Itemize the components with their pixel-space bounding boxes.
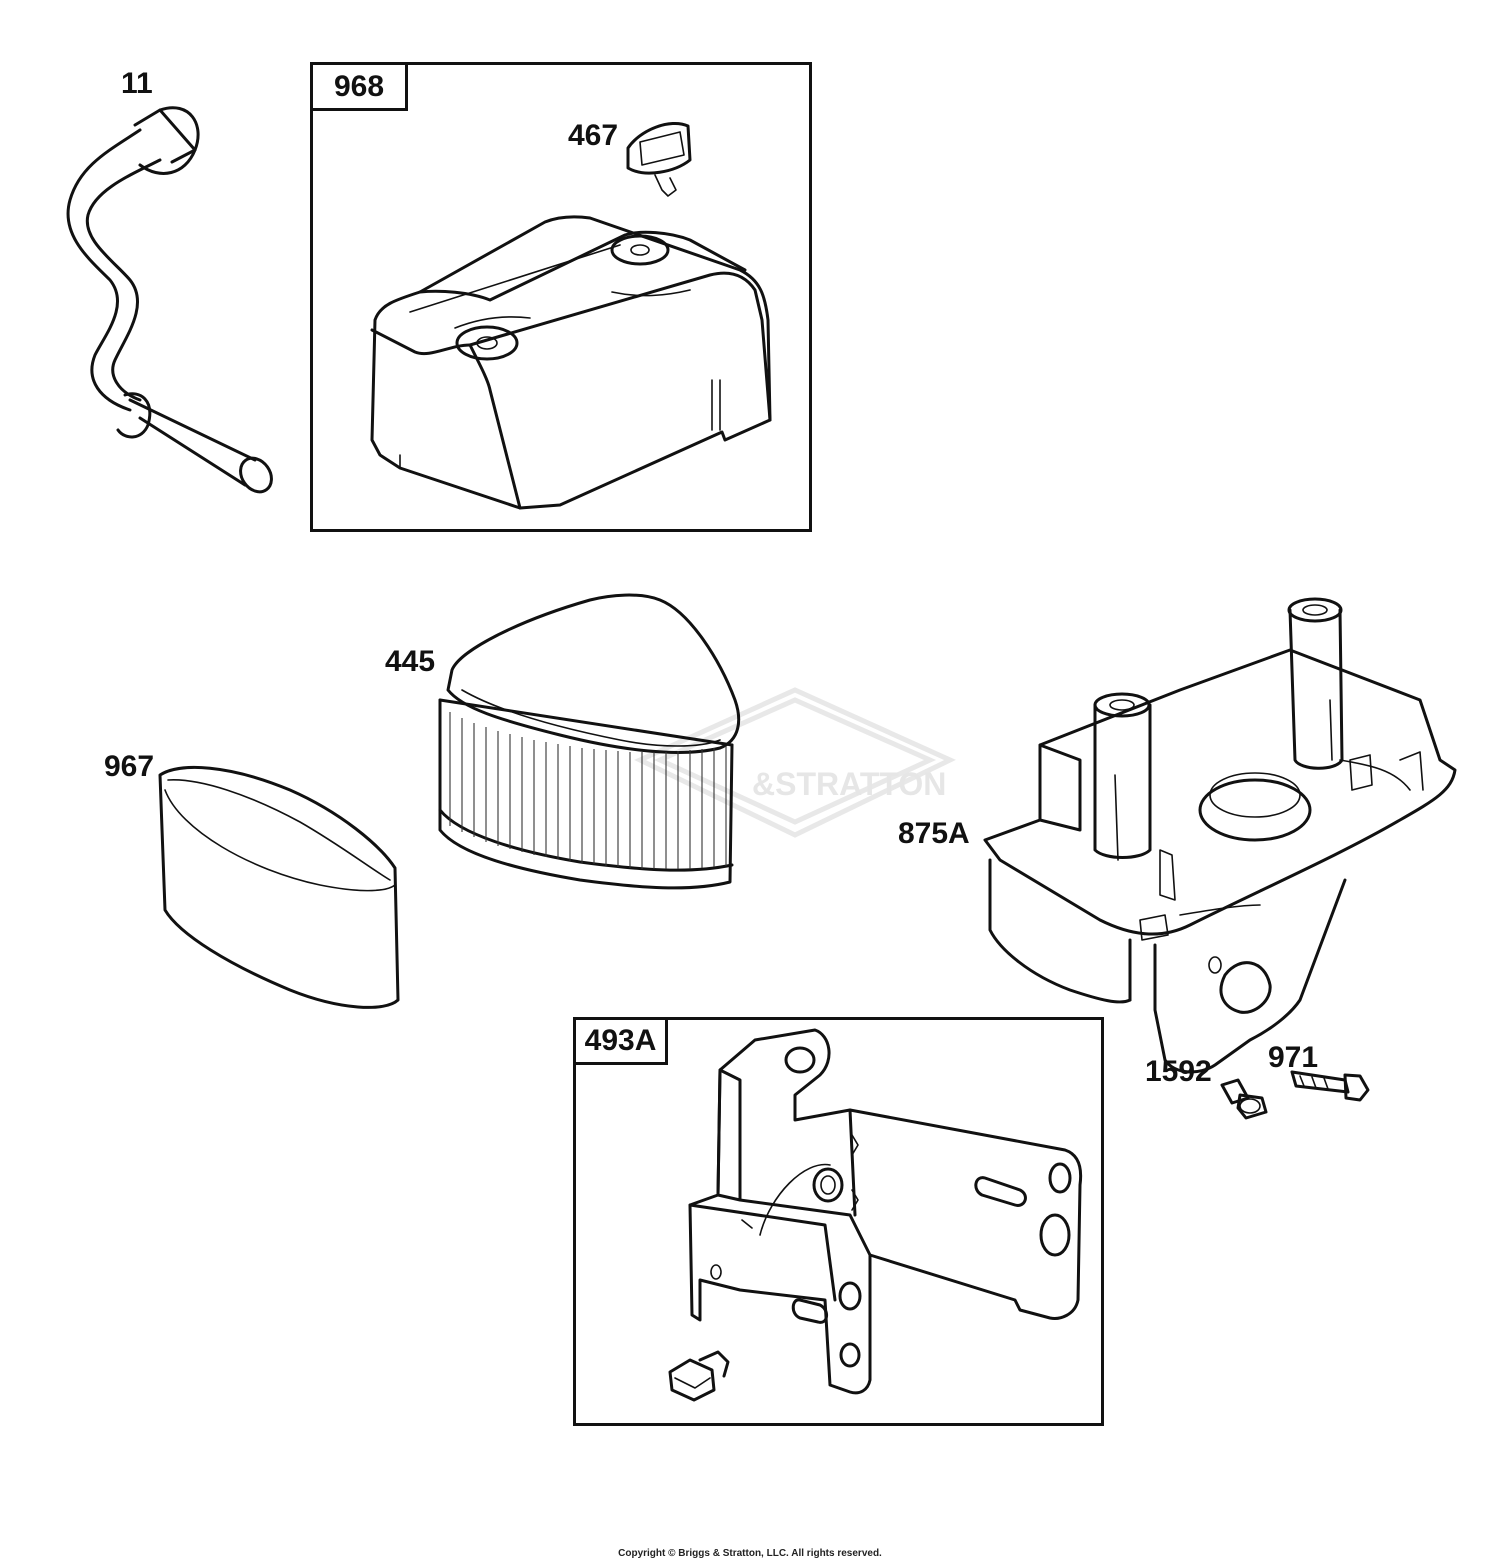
callout-971: 971	[1268, 1041, 1319, 1074]
callout-445: 445	[385, 645, 436, 678]
callout-875a: 875A	[898, 817, 970, 850]
screw-971[interactable]	[1290, 1070, 1370, 1102]
callout-467: 467	[568, 119, 619, 152]
clip[interactable]	[668, 1350, 730, 1402]
copyright-notice: Copyright © Briggs & Stratton, LLC. All …	[618, 1548, 882, 1559]
air-cleaner-base[interactable]	[983, 597, 1457, 1074]
kit-label-493a: 493A	[576, 1020, 668, 1065]
watermark-text: &STRATTON	[752, 766, 947, 802]
filter-pleats	[449, 712, 727, 869]
air-cleaner-cover[interactable]	[370, 215, 772, 510]
callout-1592: 1592	[1145, 1055, 1212, 1088]
callout-967: 967	[104, 750, 155, 783]
kit-box-493a: 493A	[573, 1017, 1104, 1426]
callout-11: 11	[121, 67, 153, 100]
pre-cleaner[interactable]	[158, 766, 400, 1009]
bolt-1592[interactable]	[1220, 1078, 1268, 1120]
kit-box-968: 968	[310, 62, 812, 532]
air-filter-cartridge[interactable]	[438, 593, 741, 890]
watermark-logo	[634, 687, 956, 838]
knob[interactable]	[626, 121, 692, 197]
breather-tube[interactable]	[66, 106, 278, 498]
kit-label-968: 968	[313, 65, 408, 111]
mounting-bracket[interactable]	[688, 1028, 1083, 1395]
